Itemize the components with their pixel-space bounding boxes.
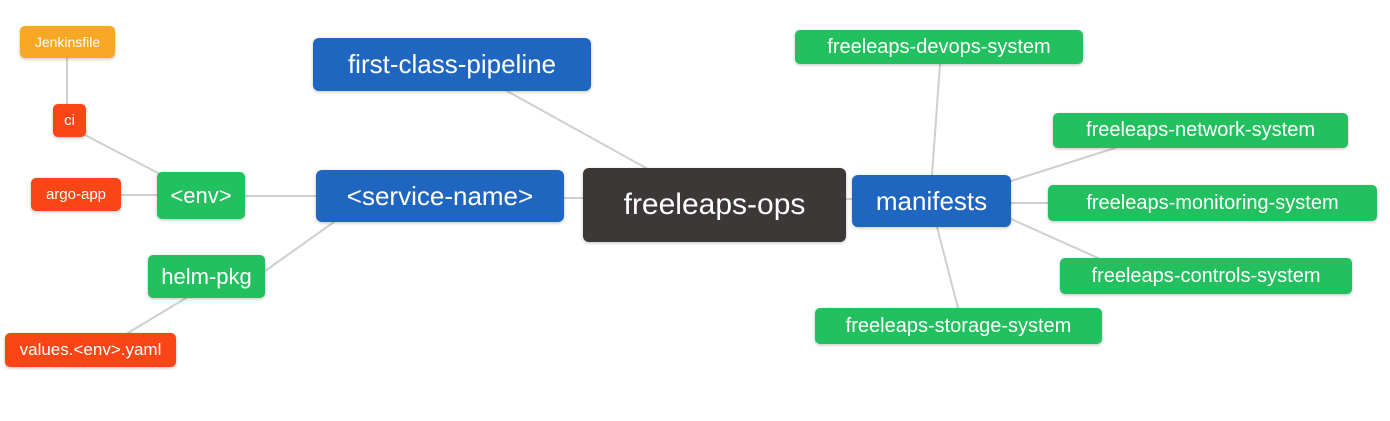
edge-manifests-devops [931, 63, 941, 176]
node-ci[interactable]: ci [53, 104, 86, 137]
node-manifests[interactable]: manifests [852, 175, 1011, 227]
node-freeleaps-controls-system[interactable]: freeleaps-controls-system [1060, 258, 1352, 294]
edge-manifests-network [1010, 147, 1116, 182]
node-freeleaps-network-system[interactable]: freeleaps-network-system [1053, 113, 1348, 148]
edge-values-helm-pkg [127, 297, 187, 334]
node-freeleaps-storage-system[interactable]: freeleaps-storage-system [815, 308, 1102, 344]
node-service-name[interactable]: <service-name> [316, 170, 564, 222]
edge-helm-pkg-service-name [264, 221, 335, 272]
node-helm-pkg[interactable]: helm-pkg [148, 255, 265, 298]
edge-manifests-controls [1010, 218, 1099, 259]
node-freeleaps-monitoring-system[interactable]: freeleaps-monitoring-system [1048, 185, 1377, 221]
edge-ci-env [84, 134, 161, 175]
node-env[interactable]: <env> [157, 172, 245, 219]
node-freeleaps-ops-root[interactable]: freeleaps-ops [583, 168, 846, 242]
node-jenkinsfile[interactable]: Jenkinsfile [20, 26, 115, 58]
node-values-env-yaml[interactable]: values.<env>.yaml [5, 333, 176, 367]
node-first-class-pipeline[interactable]: first-class-pipeline [313, 38, 591, 91]
edge-manifests-storage [936, 226, 959, 309]
node-freeleaps-devops-system[interactable]: freeleaps-devops-system [795, 30, 1083, 64]
edge-pipeline-ops [506, 90, 656, 174]
node-argo-app[interactable]: argo-app [31, 178, 121, 211]
